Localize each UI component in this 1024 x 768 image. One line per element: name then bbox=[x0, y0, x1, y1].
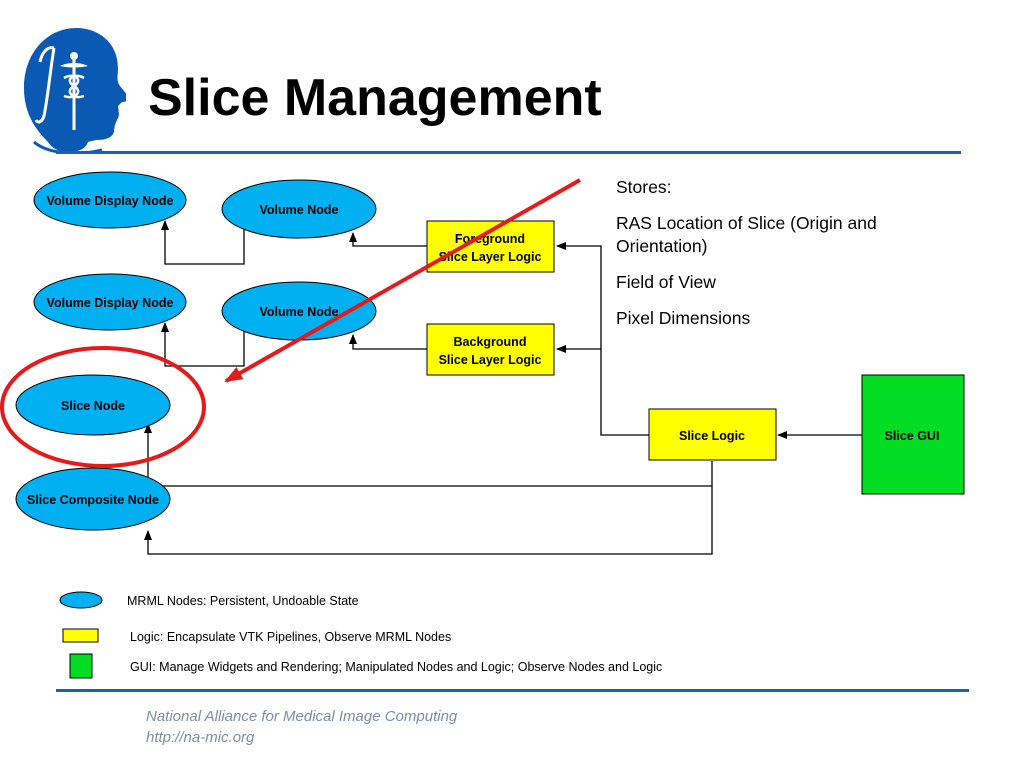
footer: National Alliance for Medical Image Comp… bbox=[146, 706, 457, 748]
slice-node: Slice Node bbox=[15, 374, 171, 436]
volume-node-1-label: Volume Node bbox=[260, 203, 339, 217]
slice-node-label: Slice Node bbox=[61, 399, 125, 413]
volume-node-1: Volume Node bbox=[221, 179, 377, 239]
highlight-arrow bbox=[224, 178, 581, 383]
foreground-logic-label-2: Slice Layer Logic bbox=[439, 250, 542, 264]
stores-list: Stores: RAS Location of Slice (Origin an… bbox=[616, 176, 956, 343]
slice-gui-label: Slice GUI bbox=[885, 429, 940, 443]
slice-gui: Slice GUI bbox=[861, 374, 965, 495]
head-caduceus-icon bbox=[24, 28, 126, 154]
connector-volume1-display1 bbox=[161, 220, 245, 265]
footer-org: National Alliance for Medical Image Comp… bbox=[146, 708, 458, 725]
legend-item-logic: Logic: Encapsulate VTK Pipelines, Observ… bbox=[62, 628, 451, 644]
slice-node-highlight bbox=[0, 346, 206, 468]
connector-slicelogic-slicenode bbox=[144, 423, 713, 487]
volume-display-node-1-label: Volume Display Node bbox=[47, 194, 174, 208]
slice-composite-node: Slice Composite Node bbox=[15, 467, 171, 531]
stores-item-fov: Field of View bbox=[616, 272, 716, 292]
slice-composite-node-label: Slice Composite Node bbox=[27, 493, 159, 507]
volume-display-node-2-label: Volume Display Node bbox=[47, 296, 174, 310]
connector-foreground-volume1 bbox=[349, 232, 427, 247]
slice-logic: Slice Logic bbox=[648, 408, 777, 461]
connector-volume2-display2 bbox=[161, 322, 245, 367]
legend-item-mrml: MRML Nodes: Persistent, Undoable State bbox=[59, 591, 359, 609]
title-divider bbox=[56, 151, 961, 154]
legend-item-gui: GUI: Manage Widgets and Rendering; Manip… bbox=[69, 653, 662, 679]
stores-item-ras: RAS Location of Slice (Origin and Orient… bbox=[616, 213, 877, 256]
background-logic-label-2: Slice Layer Logic bbox=[439, 353, 542, 367]
volume-node-2-label: Volume Node bbox=[260, 305, 339, 319]
legend: MRML Nodes: Persistent, Undoable State L… bbox=[59, 591, 662, 679]
stores-heading: Stores: bbox=[616, 177, 672, 197]
volume-display-node-2: Volume Display Node bbox=[33, 273, 187, 331]
slice-logic-label: Slice Logic bbox=[679, 429, 745, 443]
connector-background-volume2 bbox=[349, 334, 427, 350]
page-title: Slice Management bbox=[148, 69, 602, 127]
background-slice-layer-logic: Background Slice Layer Logic bbox=[426, 323, 555, 376]
legend-logic-text: Logic: Encapsulate VTK Pipelines, Observ… bbox=[130, 630, 451, 644]
legend-mrml-text: MRML Nodes: Persistent, Undoable State bbox=[127, 594, 359, 608]
stores-item-pixels: Pixel Dimensions bbox=[616, 308, 751, 328]
connector-slicelogic-composite bbox=[144, 486, 713, 555]
volume-display-node-1: Volume Display Node bbox=[33, 171, 187, 229]
connector-slicelogic-foreground bbox=[556, 242, 649, 436]
legend-gui-text: GUI: Manage Widgets and Rendering; Manip… bbox=[130, 660, 662, 674]
background-logic-label-1: Background bbox=[454, 335, 527, 349]
footer-url: http://na-mic.org bbox=[146, 729, 255, 746]
footer-divider bbox=[56, 689, 969, 692]
